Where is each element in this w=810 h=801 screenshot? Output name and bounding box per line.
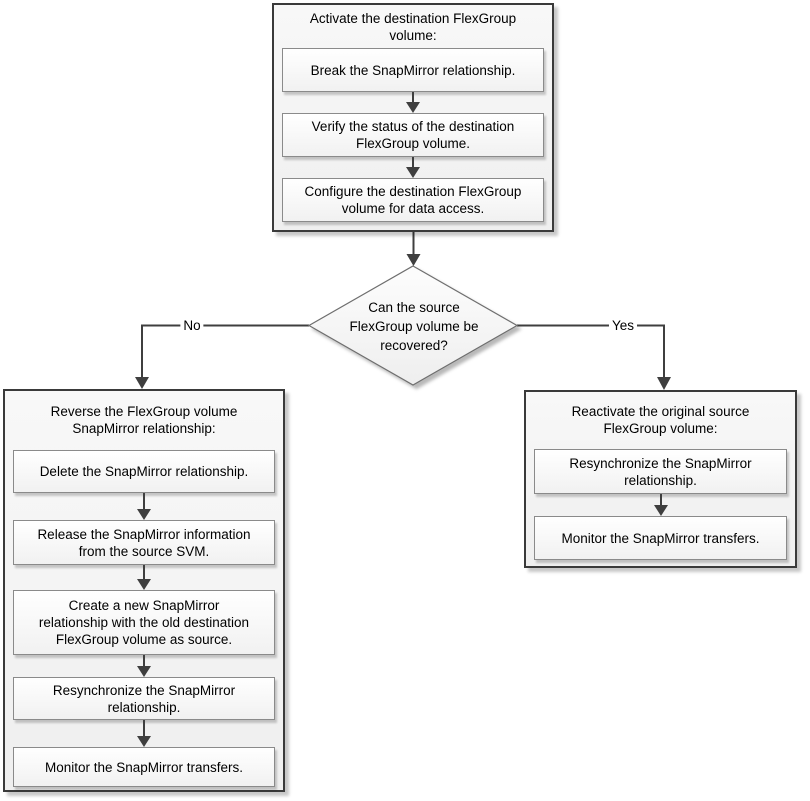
process-step-label: Configure the destination FlexGroup volu… [304,184,522,216]
down-arrow-icon [526,494,795,516]
process-step-label: Resynchronize the SnapMirror relationshi… [52,682,236,715]
group-reverse-relationship: Reverse the FlexGroup volume SnapMirror … [3,389,285,792]
branch-label-yes: Yes [608,318,638,334]
down-arrow-icon [274,157,552,178]
decision-question: Can the source FlexGroup volume be recov… [349,299,479,353]
arrow-head [653,505,668,516]
process-step-configure-access: Configure the destination FlexGroup volu… [282,178,544,222]
process-step-label: Monitor the SnapMirror transfers. [44,759,244,775]
down-arrow-icon [5,720,283,747]
arrow-branch-yes [517,324,671,390]
arrow-activate-to-decision [406,232,421,266]
process-step-break-relationship: Break the SnapMirror relationship. [282,48,544,92]
down-arrow-icon [5,493,283,520]
arrow-head [406,102,420,113]
process-step-label: Monitor the SnapMirror transfers. [561,530,760,546]
arrow-head [406,167,420,178]
process-step-label: Create a new SnapMirror relationship wit… [38,598,250,647]
group-reverse-title: Reverse the FlexGroup volume SnapMirror … [50,404,238,436]
process-step-label: Verify the status of the destination Fle… [311,119,515,151]
arrow-stem [412,92,414,102]
process-step-create-relationship: Create a new SnapMirror relationship wit… [13,590,275,655]
arrow-stem [659,494,662,505]
process-step-monitor-transfers: Monitor the SnapMirror transfers. [13,747,275,787]
process-step-resync-relationship: Resynchronize the SnapMirror relationshi… [534,449,787,494]
group-activate-title: Activate the destination FlexGroup volum… [309,11,517,43]
arrow-head [137,579,151,590]
branch-label-no: No [180,318,204,334]
group-reactivate-title: Reactivate the original source FlexGroup… [571,404,750,436]
arrow-stem [412,157,414,167]
down-arrow-icon [274,92,552,113]
group-reactivate-source: Reactivate the original source FlexGroup… [524,390,797,568]
process-step-release-information: Release the SnapMirror information from … [13,520,275,565]
process-step-label: Resynchronize the SnapMirror relationshi… [569,455,752,488]
process-step-label: Break the SnapMirror relationship. [310,62,516,78]
arrow-head [137,666,151,677]
process-step-monitor-transfers: Monitor the SnapMirror transfers. [534,516,787,560]
arrow-head [137,736,151,747]
arrow-stem [143,720,145,736]
arrow-head [137,509,151,520]
down-arrow-icon [5,655,283,677]
group-activate-destination: Activate the destination FlexGroup volum… [272,3,554,232]
process-step-verify-status: Verify the status of the destination Fle… [282,113,544,157]
arrow-stem [143,493,145,509]
process-step-resync-relationship: Resynchronize the SnapMirror relationshi… [13,677,275,720]
down-arrow-icon [5,565,283,590]
arrow-branch-no [135,324,309,389]
arrow-stem [143,655,145,666]
process-step-label: Delete the SnapMirror relationship. [39,464,249,479]
process-step-delete-relationship: Delete the SnapMirror relationship. [13,450,275,493]
arrow-stem [143,565,145,579]
process-step-label: Release the SnapMirror information from … [37,526,251,559]
